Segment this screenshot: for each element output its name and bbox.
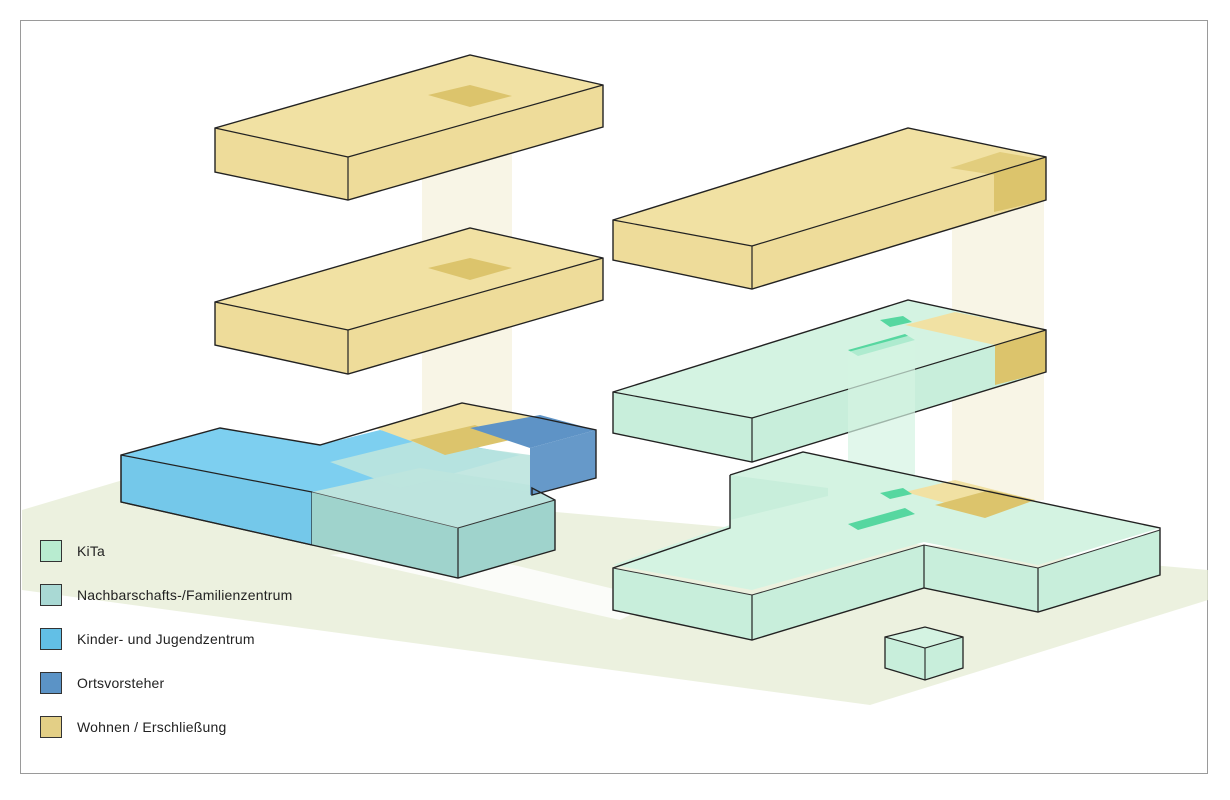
left-middle-slab-top xyxy=(215,228,603,330)
left-middle-wohnen-slab xyxy=(214,227,604,375)
legend-swatch-wohnen xyxy=(40,716,62,738)
right-top-slab-front-top xyxy=(612,219,753,247)
right-ground-front xyxy=(613,568,752,640)
legend-item-nachbarschaftszentrum: Nachbarschafts-/Familienzentrum xyxy=(40,584,293,606)
nachbarzentrum-front xyxy=(312,492,458,578)
legend-swatch-kita xyxy=(40,540,62,562)
left-top-wohnen-slab xyxy=(214,54,604,201)
legend: KiTa Nachbarschafts-/Familienzentrum Kin… xyxy=(40,540,293,760)
right-middle-wohnen-core-side xyxy=(995,330,1046,385)
legend-label-nachbarschaftszentrum: Nachbarschafts-/Familienzentrum xyxy=(77,587,293,603)
right-top-slab-side xyxy=(752,157,1046,289)
legend-swatch-jugendzentrum xyxy=(40,628,62,650)
left-top-slab-top xyxy=(215,55,603,157)
right-ground-kita-accent-1 xyxy=(880,488,912,499)
left-wohnen-core xyxy=(375,403,540,448)
small-kita-cube xyxy=(884,626,964,681)
left-ground-floor-block xyxy=(120,402,597,579)
nachbarzentrum-side xyxy=(458,500,555,578)
small-cube-outline xyxy=(884,626,964,681)
legend-swatch-ortsvorsteher xyxy=(40,672,62,694)
legend-item-kita: KiTa xyxy=(40,540,293,562)
right-top-slab-edge xyxy=(751,156,1047,247)
left-top-slab-front-top xyxy=(214,127,349,158)
left-middle-slab-side xyxy=(348,258,603,374)
right-middle-slab-outline xyxy=(612,299,1047,463)
right-middle-wohnen-core xyxy=(905,312,1046,345)
left-middle-slab-front xyxy=(215,302,348,374)
left-ground-outline xyxy=(120,402,597,579)
ortsvorsteher-side xyxy=(530,430,596,495)
right-middle-slab-front xyxy=(613,392,752,462)
left-ground-edge-3 xyxy=(457,499,556,529)
right-ground-front-2 xyxy=(924,545,1038,612)
right-middle-kita-accent-1 xyxy=(880,316,912,327)
legend-item-wohnen: Wohnen / Erschließung xyxy=(40,716,293,738)
left-middle-slab-front-top xyxy=(214,301,349,331)
legend-item-jugendzentrum: Kinder- und Jugendzentrum xyxy=(40,628,293,650)
right-top-slab-top xyxy=(613,128,1046,246)
right-ground-side-2 xyxy=(1038,530,1160,612)
legend-label-jugendzentrum: Kinder- und Jugendzentrum xyxy=(77,631,255,647)
left-top-slab-side xyxy=(348,85,603,200)
right-ground-wohnen-dark xyxy=(935,490,1035,518)
right-top-slab-front xyxy=(613,220,752,289)
right-ground-kita-block xyxy=(612,451,1161,641)
left-ground-edge-2 xyxy=(311,491,459,529)
legend-swatch-nachbarschaftszentrum xyxy=(40,584,62,606)
right-top-slab-core-top xyxy=(950,152,1046,175)
right-ground-side-1 xyxy=(752,545,924,640)
left-middle-slab-edge xyxy=(347,257,604,331)
left-top-slab-core xyxy=(428,85,512,107)
legend-label-kita: KiTa xyxy=(77,543,106,559)
right-ground-wing xyxy=(730,475,828,520)
right-top-slab-outline xyxy=(612,127,1047,290)
nachbarzentrum-rear xyxy=(330,440,530,492)
small-cube-side xyxy=(925,637,963,680)
left-middle-slab-core xyxy=(428,258,512,280)
legend-label-ortsvorsteher: Ortsvorsteher xyxy=(77,675,165,691)
right-middle-slab-front-top xyxy=(612,391,753,419)
left-top-slab-edge xyxy=(347,84,604,158)
right-top-wohnen-slab xyxy=(612,127,1047,290)
left-top-slab-front xyxy=(215,128,348,200)
left-middle-slab-outline xyxy=(214,227,604,375)
left-top-slab-outline xyxy=(214,54,604,201)
small-cube-front xyxy=(885,637,925,680)
legend-item-ortsvorsteher: Ortsvorsteher xyxy=(40,672,293,694)
right-ground-kita-accent-2 xyxy=(848,508,915,530)
legend-label-wohnen: Wohnen / Erschließung xyxy=(77,719,227,735)
diagram-frame xyxy=(20,20,1208,774)
